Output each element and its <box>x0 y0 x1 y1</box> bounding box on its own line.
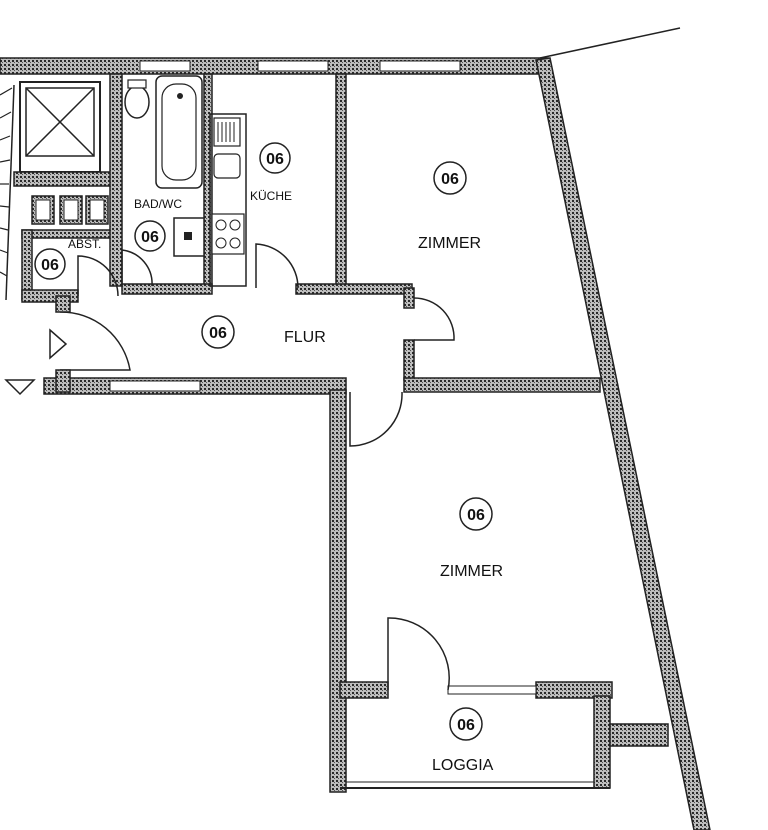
toilet-tank <box>127 79 147 89</box>
entrance-down-icon <box>4 379 36 396</box>
zimmer2-number-circle <box>459 497 493 531</box>
washbasin-inner <box>184 232 192 240</box>
abst-number-circle <box>34 248 66 280</box>
door-zimmer2 <box>349 391 403 447</box>
kueche-label: KÜCHE <box>250 189 292 203</box>
window-flur-bottom <box>109 380 201 392</box>
zimmer2-number: 06 <box>467 507 485 524</box>
kueche-number: 06 <box>266 151 284 168</box>
wall-flur-right-b <box>403 339 415 381</box>
burner-3 <box>215 237 227 249</box>
burner-1 <box>215 219 227 231</box>
wall-zimmer1-bottom <box>403 377 601 393</box>
wall-right-slanted <box>535 57 711 830</box>
abst-label: ABST. <box>68 237 101 251</box>
flur-number: 06 <box>209 325 227 342</box>
sink-drainboard <box>217 122 235 142</box>
bad-wc-number: 06 <box>141 229 159 246</box>
bathtub-inner <box>161 83 197 181</box>
wall-kitchen-zimmer <box>335 73 347 291</box>
kitchen-counter <box>209 113 247 287</box>
toilet-icon <box>124 85 150 119</box>
shaft-wall-bottom <box>13 171 115 187</box>
shaft-cross-b <box>25 87 95 157</box>
stair-treads <box>0 87 13 277</box>
site-boundary-line <box>539 27 681 59</box>
window-top-1 <box>139 60 191 72</box>
wall-loggia-top-1 <box>339 681 389 699</box>
stove-icon <box>211 213 245 255</box>
stair-edge <box>5 84 15 301</box>
loggia-number: 06 <box>457 717 475 734</box>
window-top-2 <box>257 60 329 72</box>
wall-entrance-jamb <box>55 295 71 313</box>
entrance-arrow-icon <box>49 328 68 360</box>
door-abst <box>77 255 119 297</box>
wall-flur-right-a <box>403 287 415 309</box>
zimmer1-number: 06 <box>441 171 459 188</box>
abst-number: 06 <box>41 257 59 274</box>
bathtub-icon <box>155 75 203 189</box>
wall-flur-top-1 <box>121 283 213 295</box>
window-top-3 <box>379 60 461 72</box>
sink-basin-icon <box>213 153 241 179</box>
meter-boxes <box>31 195 109 225</box>
shaft-box <box>19 81 101 173</box>
wall-loggia-ledge <box>609 723 669 747</box>
door-entrance <box>59 311 131 371</box>
loggia-number-circle <box>449 707 483 741</box>
wall-zimmer2-left <box>329 389 347 793</box>
bathtub-drain <box>177 93 183 99</box>
flur-label: FLUR <box>284 329 326 346</box>
wall-entrance-jamb-low <box>55 369 71 393</box>
wall-flur-top-2 <box>295 283 413 295</box>
door-bath <box>121 249 153 287</box>
zimmer1-label: ZIMMER <box>418 235 481 252</box>
wall-bath-left <box>109 73 123 287</box>
bad-wc-number-circle <box>134 220 166 252</box>
kueche-number-circle <box>259 142 291 174</box>
zimmer2-label: ZIMMER <box>440 563 503 580</box>
loggia-label: LOGGIA <box>432 757 494 774</box>
flur-number-circle <box>201 315 235 349</box>
zimmer1-number-circle <box>433 161 467 195</box>
bad-wc-label: BAD/WC <box>134 197 182 211</box>
wall-bath-kitchen <box>203 73 213 289</box>
shaft-inner <box>25 87 95 157</box>
burner-2 <box>229 219 241 231</box>
wall-loggia-right <box>593 695 611 789</box>
door-kitchen <box>255 243 299 289</box>
window-loggia-top <box>447 685 537 695</box>
burner-4 <box>229 237 241 249</box>
door-loggia <box>387 617 450 691</box>
door-zimmer1 <box>413 297 455 341</box>
